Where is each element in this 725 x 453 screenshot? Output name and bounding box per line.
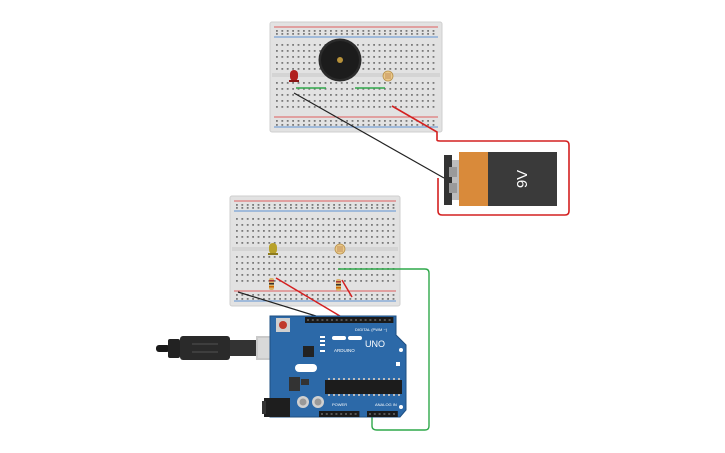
analog-label: ANALOG IN [375, 402, 397, 407]
photoresistor-bottom[interactable] [334, 243, 346, 255]
red-led[interactable] [289, 70, 299, 82]
battery-label: 9V [514, 170, 531, 188]
resistor-1[interactable] [269, 278, 274, 290]
capacitors [297, 396, 324, 408]
yellow-led[interactable] [268, 243, 278, 255]
power-header[interactable] [319, 411, 360, 417]
arduino-model: UNO [365, 339, 385, 349]
buzzer[interactable] [318, 38, 362, 82]
tx-rx-leds [320, 336, 325, 352]
wire-black-battery[interactable] [293, 92, 445, 179]
atmega-chip [325, 378, 402, 396]
top-breadboard[interactable] [269, 21, 443, 133]
arduino-brand: ARDUINO [334, 348, 355, 353]
power-label: POWER [332, 402, 347, 407]
wire-red-bottom-2[interactable] [341, 279, 353, 298]
digital-header[interactable] [305, 317, 394, 323]
reset-button[interactable] [276, 318, 290, 332]
arduino-uno[interactable]: DIGITAL (PWM ~) ARDUINO UNO P [262, 315, 407, 418]
analog-header[interactable] [367, 411, 398, 417]
photoresistor-top[interactable] [382, 70, 394, 82]
wire-green-analog[interactable] [338, 268, 430, 431]
wire-red-bottom-1[interactable] [275, 277, 351, 323]
resistor-2[interactable] [336, 279, 341, 291]
top-breadboard-holes [276, 30, 435, 126]
bottom-breadboard[interactable] [229, 195, 401, 307]
wire-red-battery[interactable] [391, 105, 570, 216]
power-jack[interactable] [262, 398, 290, 417]
battery-9v[interactable]: 9V [444, 152, 557, 206]
digital-label: DIGITAL (PWM ~) [355, 327, 388, 332]
wire-black-bottom[interactable] [237, 291, 317, 317]
